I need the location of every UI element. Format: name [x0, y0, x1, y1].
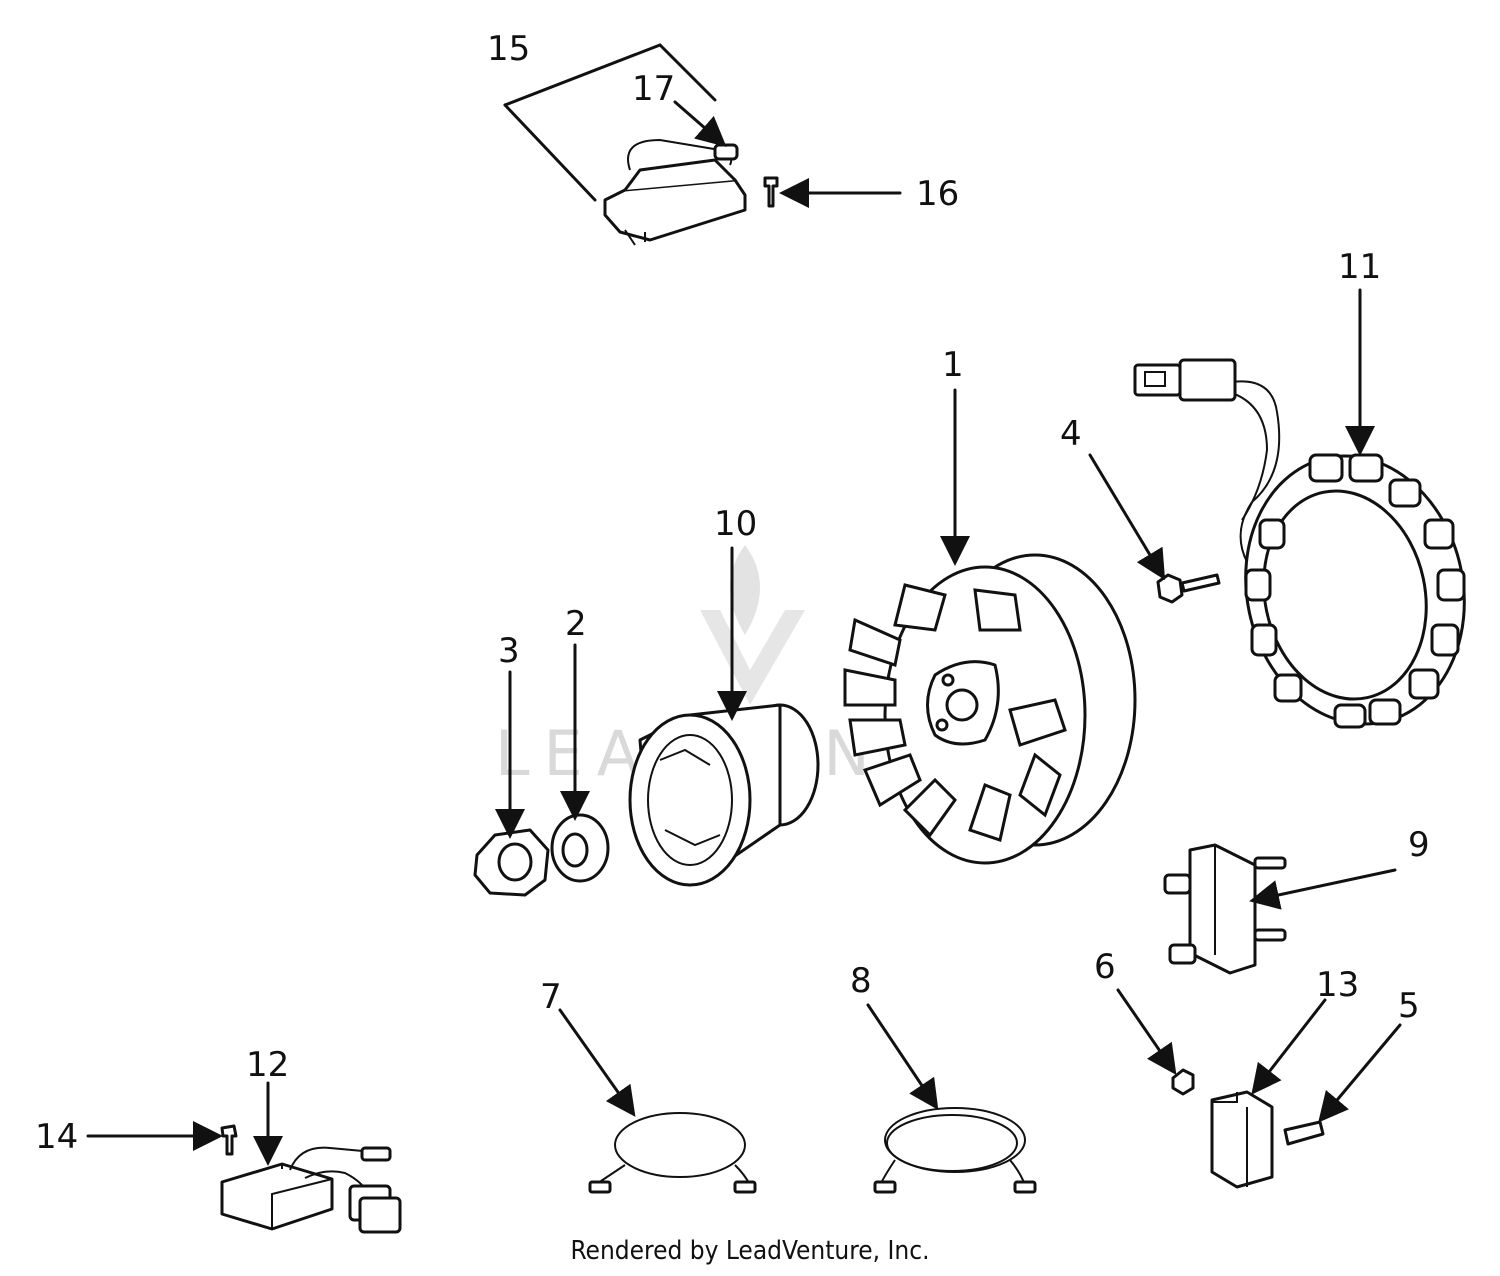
callout-12: 12: [246, 1045, 289, 1085]
part-7-cable: [588, 1112, 757, 1194]
leader-7: [558, 1008, 636, 1117]
part-11-stator: [1133, 358, 1466, 729]
part-8-cable: [873, 1107, 1037, 1194]
leader-9: [1249, 868, 1397, 910]
leader-5: [1318, 1023, 1402, 1123]
part-14-screw: [220, 1124, 238, 1156]
callout-7: 7: [540, 977, 562, 1017]
callout-15: 15: [487, 29, 530, 69]
callout-11: 11: [1338, 247, 1381, 287]
part-10-sleeve: [628, 703, 820, 887]
callout-8: 8: [850, 961, 872, 1001]
callout-2: 2: [565, 604, 587, 644]
part-4-bolt: [1156, 573, 1221, 604]
part-16-screw: [763, 176, 902, 208]
part-12-module: [220, 1146, 402, 1234]
callout-9: 9: [1408, 825, 1430, 865]
leader-8: [866, 1003, 939, 1110]
callout-3: 3: [498, 631, 520, 671]
leader-13: [1251, 998, 1327, 1095]
part-13-rectifier: [1210, 1090, 1274, 1189]
leader-17: [673, 100, 727, 147]
callout-16: 16: [916, 174, 959, 214]
leader-4: [1088, 453, 1166, 581]
callout-17: 17: [632, 69, 675, 109]
rendered-by-footer: Rendered by LeadVenture, Inc.: [570, 1236, 930, 1266]
callout-4: 4: [1060, 414, 1082, 454]
leader-6: [1116, 988, 1177, 1075]
callout-5: 5: [1398, 986, 1420, 1026]
part-15-switch-assembly: [503, 43, 747, 246]
part-6-nut: [1171, 1068, 1195, 1096]
part-5-screw: [1283, 1120, 1325, 1146]
callout-14: 14: [35, 1117, 78, 1157]
callout-10: 10: [714, 504, 757, 544]
callout-6: 6: [1094, 947, 1116, 987]
callout-1: 1: [942, 345, 964, 385]
part-2-washer: [550, 813, 610, 883]
part-3-nut: [473, 828, 550, 897]
callout-13: 13: [1316, 965, 1359, 1005]
part-1-flywheel: [843, 553, 1137, 865]
callout-labels: 1 2 3 4 5 6 7 8 9 10 11 12 13 14 15 16 1…: [35, 29, 1430, 1157]
part-9-bracket: [1163, 843, 1287, 975]
